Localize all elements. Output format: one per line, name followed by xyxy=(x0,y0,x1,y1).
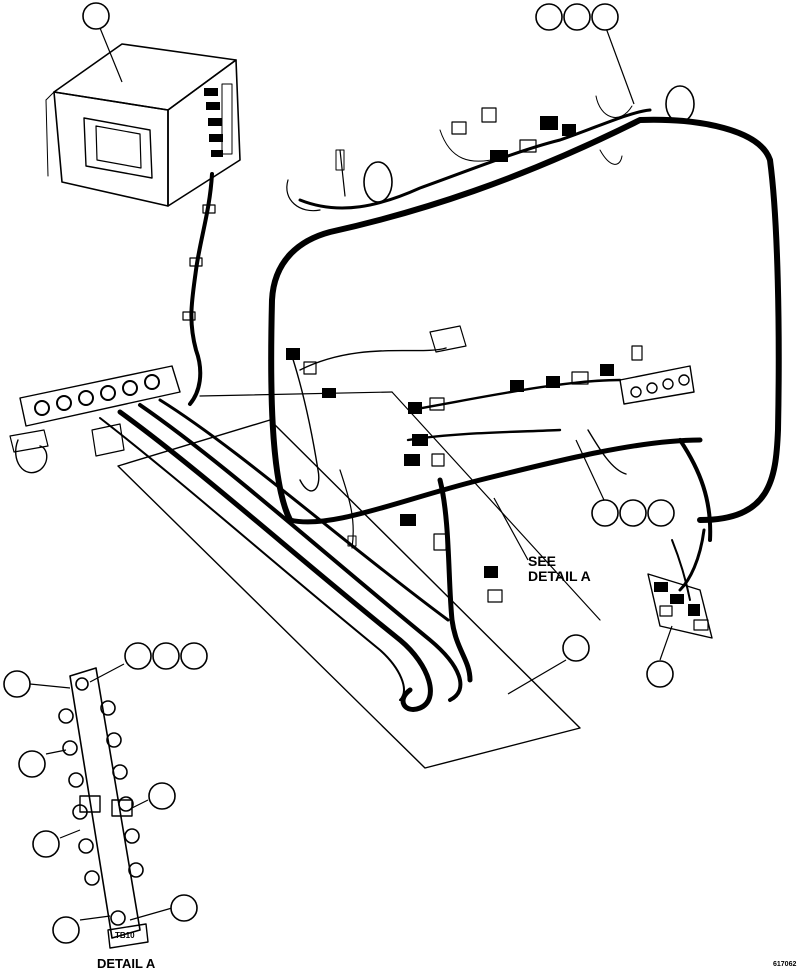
main-bundle xyxy=(99,398,463,712)
callout-strip-right-mid xyxy=(148,782,176,810)
strip-terminals xyxy=(58,700,144,886)
cab-loop-harness xyxy=(268,116,782,683)
leader-lines xyxy=(29,27,673,921)
callout-strip-top-group xyxy=(124,642,208,670)
relay-block xyxy=(647,528,713,639)
bulkhead-plate xyxy=(9,365,181,474)
cable-clips xyxy=(182,204,216,321)
callout-relay-block xyxy=(646,660,674,688)
callout-strip-bottom-left xyxy=(52,916,80,944)
callout-upper-right-group xyxy=(535,3,619,31)
callout-display-unit xyxy=(82,2,110,30)
mid-harness-connectors xyxy=(286,325,695,603)
terminal-strip-tag: TB10 xyxy=(115,931,135,940)
terminal-strip-detail xyxy=(58,667,149,949)
callout-harness-group xyxy=(591,499,675,527)
callout-balloons xyxy=(3,2,675,944)
callout-strip-bottom-right xyxy=(170,894,198,922)
roof-harness xyxy=(286,85,695,212)
callout-floor-mat xyxy=(562,634,590,662)
callout-strip-left-mid xyxy=(18,750,46,778)
drawing-number: 617062 xyxy=(773,961,797,968)
see-detail-a-note: SEE DETAIL A xyxy=(528,553,591,584)
display-unit xyxy=(45,43,241,207)
callout-strip-top-left xyxy=(3,670,31,698)
detail-a-title: DETAIL A xyxy=(97,956,156,971)
callout-strip-left-low xyxy=(32,830,60,858)
floor-mat xyxy=(117,391,601,769)
